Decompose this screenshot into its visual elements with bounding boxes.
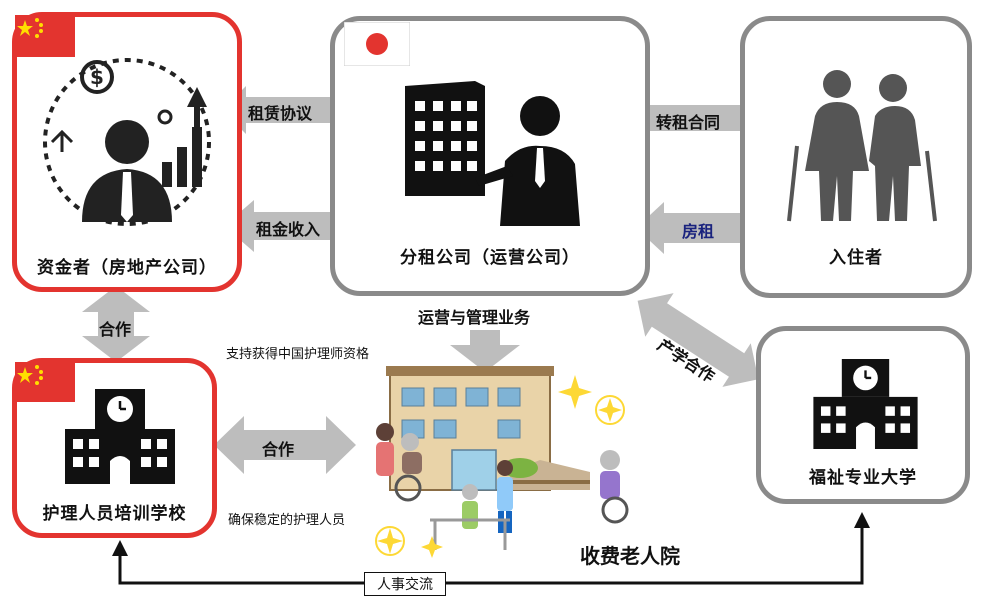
rent-income-arrow (224, 200, 334, 252)
operation-arrow (450, 330, 520, 372)
university-label: 福祉专业大学 (809, 468, 917, 488)
cooperation-vertical-arrow (82, 286, 150, 362)
personnel-exchange-label: 人事交流 (364, 572, 446, 596)
school-building-icon (65, 389, 175, 484)
japan-flag-icon (344, 22, 410, 66)
rent-arrow (636, 202, 746, 254)
office-building-manager-icon (405, 81, 580, 226)
residents-box: 入住者 (740, 16, 972, 298)
investor-label: 资金者（房地产公司） (37, 258, 217, 278)
personnel-exchange-line (118, 520, 864, 585)
school-label: 护理人员培训学校 (42, 504, 187, 524)
lease-arrow (222, 86, 362, 134)
arrowhead-school (112, 540, 128, 556)
lease-label: 租赁协议 (248, 104, 313, 123)
sublease-box: 分租公司（运营公司） (330, 16, 650, 296)
cooperation-horizontal-arrow (214, 416, 356, 474)
investor-box: $ 资金者（房地产公司） (12, 12, 242, 292)
residents-label: 入住者 (829, 248, 883, 268)
university-building-icon (813, 359, 918, 449)
university-box: 福祉专业大学 (756, 326, 970, 504)
sublease-contract-label: 转租合同 (656, 113, 721, 132)
staff-note: 确保稳定的护理人员 (228, 513, 346, 528)
cooperation-vertical-label: 合作 (99, 320, 132, 339)
operation-label: 运营与管理业务 (418, 308, 531, 327)
china-flag-icon-school (15, 362, 75, 402)
elderly-couple-icon (787, 70, 937, 222)
investor-businessman-icon: $ (43, 58, 211, 226)
sublease-label: 分租公司（运营公司） (400, 248, 580, 268)
industry-academia-arrow (637, 293, 759, 387)
sublease-contract-arrow (626, 94, 768, 142)
cooperation-horizontal-label: 合作 (262, 440, 295, 459)
rent-label: 房租 (682, 222, 715, 241)
nursing-home-illustration (375, 366, 629, 558)
rent-income-label: 租金收入 (256, 220, 321, 239)
svg-text:$: $ (90, 65, 104, 89)
qualification-note: 支持获得中国护理师资格 (226, 347, 370, 362)
facility-name: 收费老人院 (580, 544, 680, 568)
china-flag-icon (15, 15, 75, 57)
arrowhead-university (854, 512, 870, 528)
